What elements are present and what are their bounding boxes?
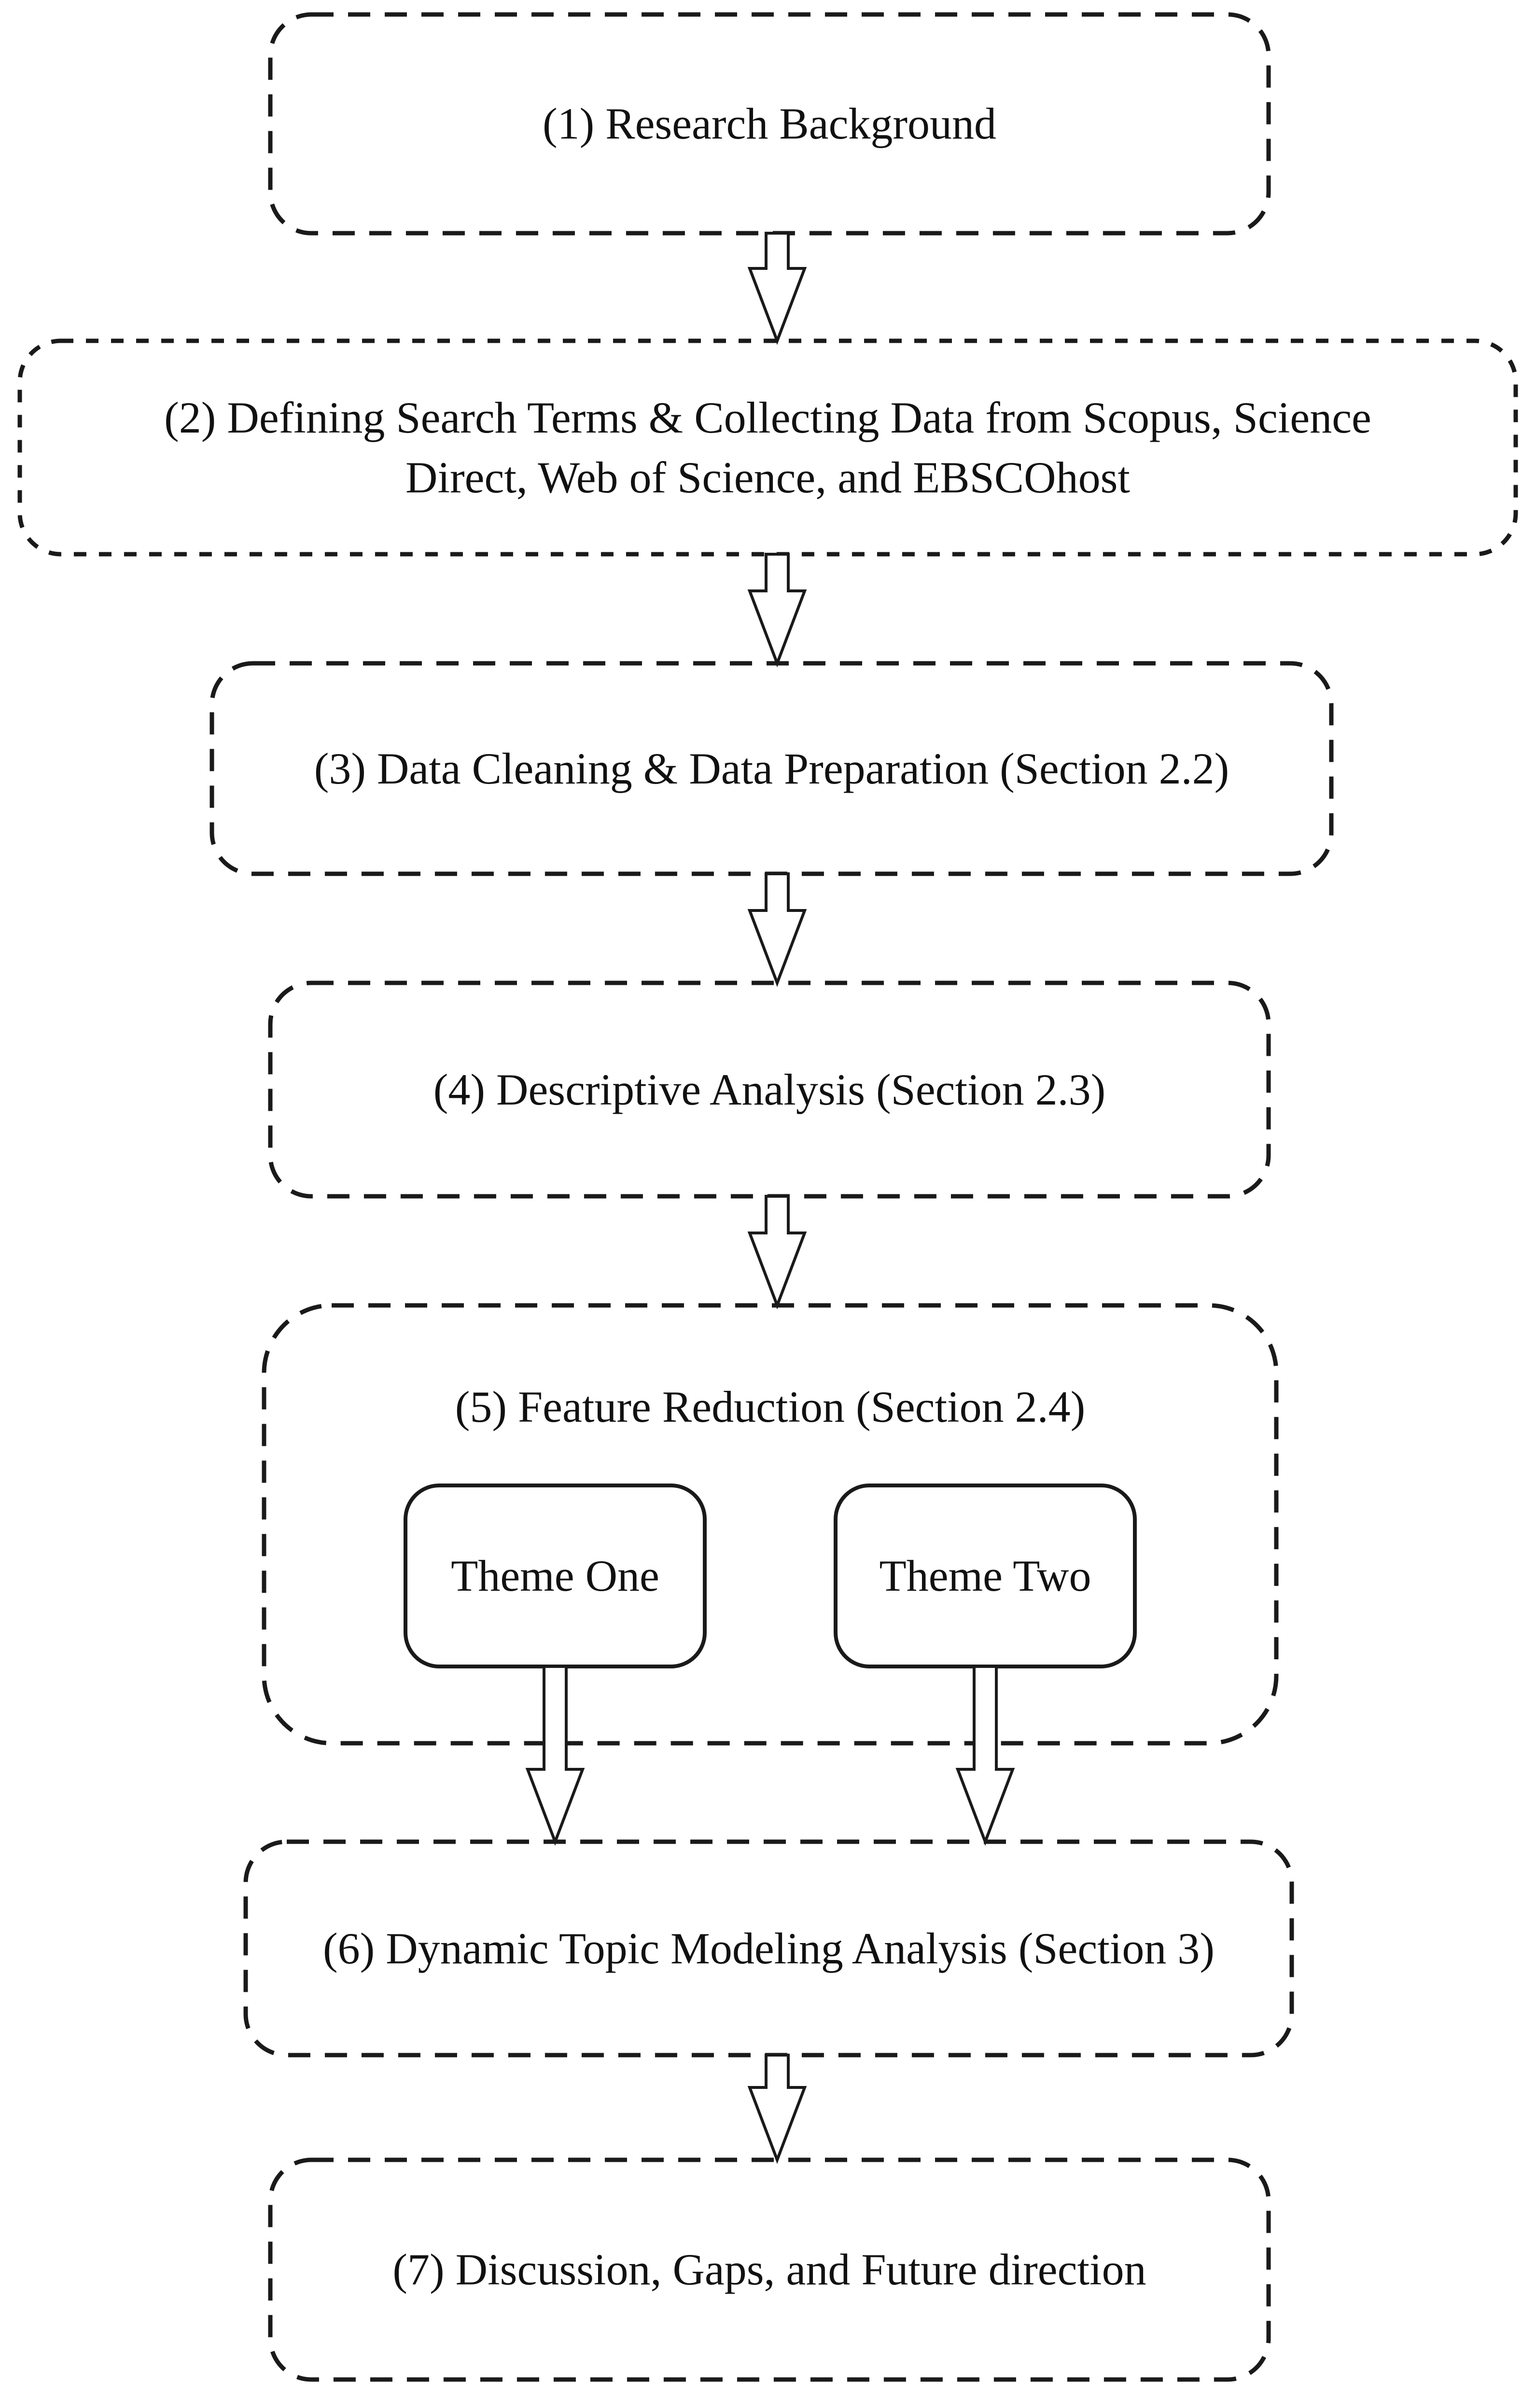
down-arrow-theme-one-n6 [525, 1665, 585, 1846]
node-7-label: (7) Discussion, Gaps, and Future directi… [392, 2245, 1146, 2295]
node-2-label: (2) Defining Search Terms & Collecting D… [20, 341, 1516, 554]
node-2-box [17, 338, 1518, 557]
down-arrow-n3-n4 [747, 872, 807, 987]
node-6-label: (6) Dynamic Topic Modeling Analysis (Sec… [323, 1923, 1215, 1973]
node-1-box [268, 12, 1271, 236]
down-arrow-theme-two-n6 [955, 1665, 1015, 1846]
node-3-label: (3) Data Cleaning & Data Preparation (Se… [314, 743, 1229, 793]
node-2-label-line-2: Direct, Web of Science, and EBSCOhost [405, 453, 1130, 502]
node-4-label: (4) Descriptive Analysis (Section 2.3) [433, 1064, 1106, 1114]
down-arrow-n2-n3 [747, 553, 807, 668]
node-5-label: (5) Feature Reduction (Section 2.4) [455, 1382, 1086, 1431]
down-arrow-n1-n2 [747, 232, 807, 345]
theme-two-label: Theme Two [879, 1551, 1091, 1601]
down-arrow-n4-n5 [747, 1195, 807, 1310]
node-2-label-line-1: (2) Defining Search Terms & Collecting D… [164, 392, 1371, 442]
node-7-box [268, 2157, 1271, 2382]
theme-one-label: Theme One [451, 1551, 659, 1601]
down-arrow-n6-n7 [747, 2054, 807, 2164]
node-1-label: (1) Research Background [542, 99, 997, 149]
